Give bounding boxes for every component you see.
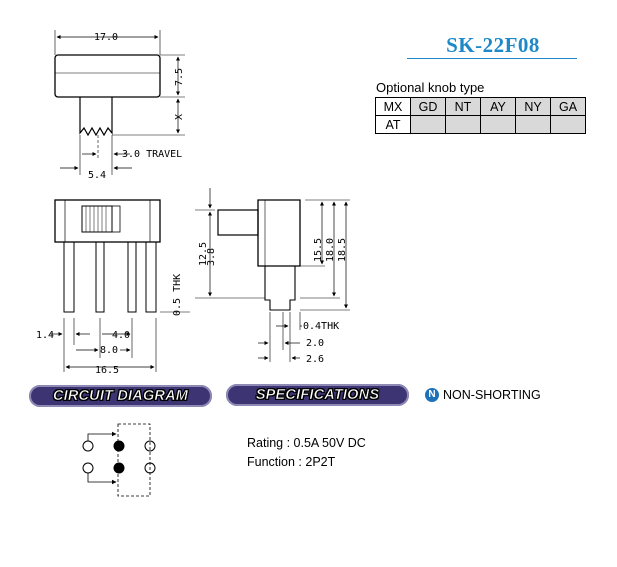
dim-side-knob2: 3.8 — [206, 248, 217, 266]
knob-cell: NY — [515, 97, 551, 116]
dim-side-h3: 18.5 — [337, 238, 348, 262]
dim-pin-pitch: 4.0 — [112, 330, 130, 341]
knob-type-table: MX GD NT AY NY GA AT — [375, 97, 586, 134]
dim-top-width: 17.0 — [94, 32, 118, 43]
top-view — [54, 30, 185, 175]
knob-cell: MX — [375, 97, 411, 116]
dim-knob-width: 5.4 — [88, 170, 106, 181]
front-view — [50, 199, 190, 372]
specifications-label: SPECIFICATIONS — [255, 387, 380, 404]
knob-cell — [515, 115, 551, 134]
terminal-common — [113, 462, 125, 474]
table-row: MX GD NT AY NY GA — [375, 97, 586, 116]
dim-pin-edge: 1.4 — [36, 330, 54, 341]
non-shorting-icon: N — [425, 388, 439, 402]
model-title: SK-22F08 — [446, 33, 540, 57]
terminal-open — [144, 462, 156, 474]
knob-cell — [480, 115, 516, 134]
spec-function: Function : 2P2T — [247, 455, 336, 469]
spec-rating: Rating : 0.5A 50V DC — [247, 436, 366, 450]
knob-cell: AY — [480, 97, 516, 116]
terminal-open — [82, 440, 94, 452]
terminal-common — [113, 440, 125, 452]
table-row: AT — [375, 115, 586, 134]
knob-caption: Optional knob type — [376, 80, 485, 95]
side-view — [195, 188, 350, 362]
dim-travel: 3.0 TRAVEL — [122, 149, 182, 160]
dim-side-knob: 12.5 — [198, 242, 209, 266]
dim-pin-span: 8.0 — [100, 345, 118, 356]
dim-tab-thk: 0.4THK — [303, 321, 339, 332]
title-underline — [407, 58, 577, 59]
dim-body-length: 16.5 — [95, 365, 119, 376]
dim-side-h2: 18.0 — [325, 238, 336, 262]
circuit-diagram — [82, 423, 156, 497]
non-shorting-label: NON-SHORTING — [443, 388, 541, 402]
circuit-diagram-header: CIRCUIT DIAGRAM — [29, 385, 212, 407]
circuit-diagram-label: CIRCUIT DIAGRAM — [52, 388, 189, 405]
dim-side-h1: 15.5 — [313, 238, 324, 262]
dim-tab-w2: 2.6 — [306, 354, 324, 365]
knob-cell: GA — [550, 97, 586, 116]
dim-tab-w1: 2.0 — [306, 338, 324, 349]
specifications-header: SPECIFICATIONS — [226, 384, 409, 406]
terminal-open — [144, 440, 156, 452]
knob-cell: AT — [375, 115, 411, 134]
knob-cell — [410, 115, 446, 134]
dim-top-height: 7.5 — [174, 68, 185, 86]
dim-knob-x: X — [174, 114, 185, 120]
knob-cell — [550, 115, 586, 134]
terminal-open — [82, 462, 94, 474]
dim-pin-thk: 0.5 THK — [172, 274, 183, 316]
